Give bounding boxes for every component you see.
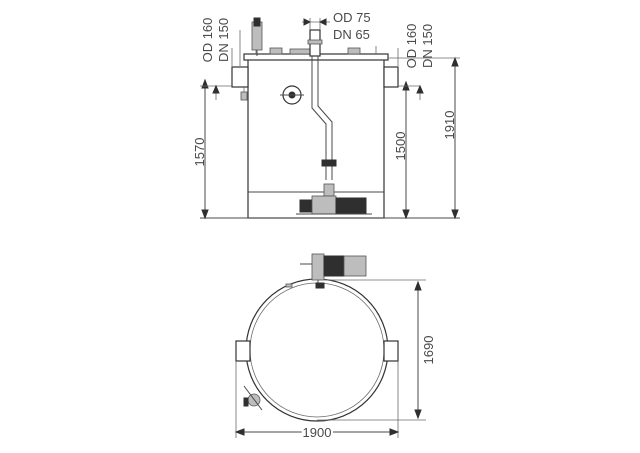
top-valve-handle bbox=[251, 17, 263, 56]
inlet-left-od-label: OD 160 bbox=[200, 18, 215, 63]
gauge bbox=[280, 85, 304, 105]
elevation-view: 1570 1500 1910 OD 160 DN 150 OD 75 DN 65 bbox=[192, 10, 460, 220]
dim-height-inlet-label: 1570 bbox=[192, 138, 207, 167]
dim-plan-width-label: 1900 bbox=[303, 425, 332, 440]
riser-pipe bbox=[307, 29, 337, 197]
outlet-right-od-label: OD 160 bbox=[404, 24, 419, 69]
tank-plan-circle bbox=[245, 278, 389, 422]
dim-height-outlet-label: 1500 bbox=[393, 132, 408, 161]
plan-valve-handle bbox=[243, 385, 263, 411]
top-dn-label: DN 65 bbox=[333, 27, 370, 42]
outlet-pipe-right bbox=[383, 66, 399, 88]
inlet-pipe-left bbox=[231, 66, 249, 88]
dim-height-total-label: 1910 bbox=[442, 111, 457, 140]
inlet-left-dn-label: DN 150 bbox=[216, 18, 231, 62]
plan-view: 1690 1900 bbox=[234, 253, 436, 442]
dim-plan-width: 1900 bbox=[234, 361, 400, 442]
plan-pump bbox=[285, 253, 367, 289]
outlet-right-dn-label: DN 150 bbox=[420, 24, 435, 68]
plan-pipe-left bbox=[235, 340, 251, 362]
pump-assembly bbox=[296, 195, 372, 215]
dim-height-inlet: 1570 bbox=[192, 78, 232, 220]
dim-height-total: 1910 bbox=[388, 56, 460, 220]
dim-plan-depth: 1690 bbox=[317, 279, 436, 421]
tank-body bbox=[247, 57, 385, 219]
plan-pipe-right bbox=[383, 340, 399, 362]
dim-height-outlet: 1500 bbox=[393, 80, 424, 220]
dim-plan-depth-label: 1690 bbox=[421, 336, 436, 365]
top-od-label: OD 75 bbox=[333, 10, 371, 25]
